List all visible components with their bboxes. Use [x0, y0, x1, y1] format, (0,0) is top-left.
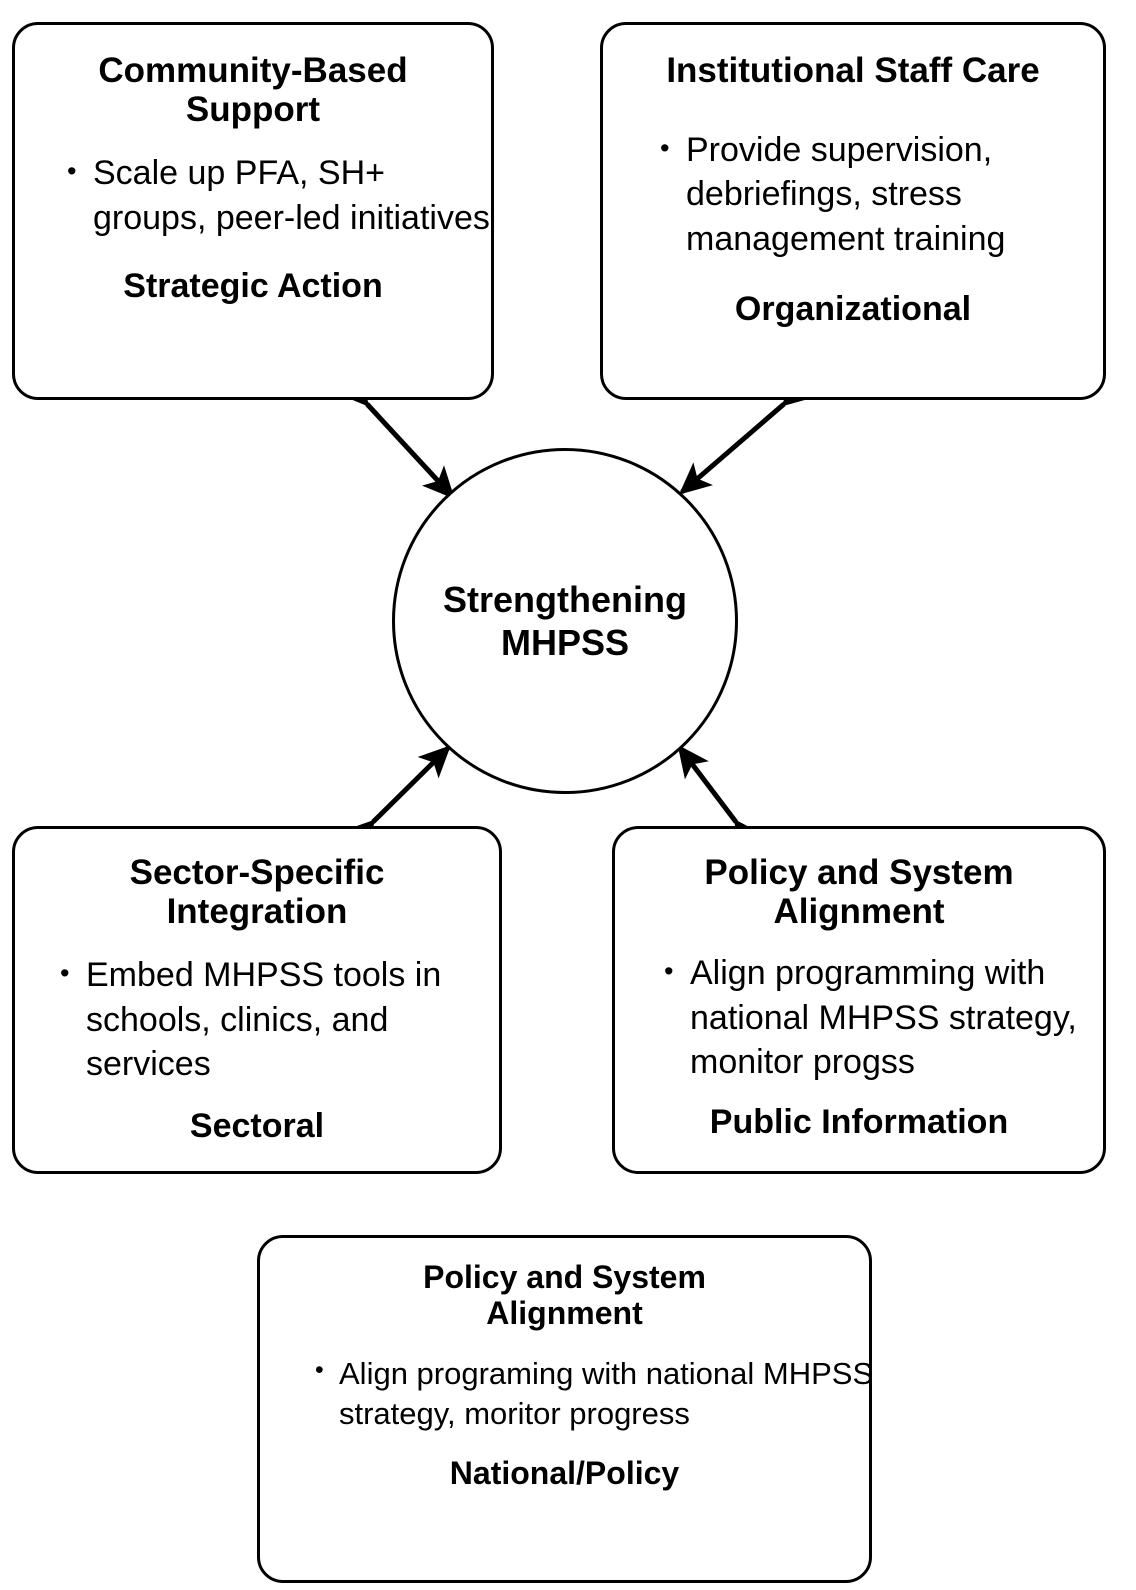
list-item: Scale up PFA, SH+ groups, peer-led initi… — [63, 150, 495, 239]
node-tag: Sectoral — [189, 1106, 325, 1145]
node-policy-and-system-alignment-bottom[interactable]: Policy and System Alignment Align progra… — [257, 1235, 873, 1583]
node-institutional-staff-care[interactable]: Institutional Staff Care Provide supervi… — [600, 22, 1106, 400]
node-sector-specific-integration[interactable]: Sector-Specific Integration Embed MHPSS … — [12, 826, 502, 1174]
node-bullet-list: Embed MHPSS tools in schools, clinics, a… — [14, 952, 500, 1086]
connector-policy-right-to-center — [677, 744, 765, 854]
node-tag: Public Information — [709, 1102, 1009, 1141]
list-item: Embed MHPSS tools in schools, clinics, a… — [56, 952, 500, 1086]
list-item: Align programing with national MHPSS str… — [311, 1352, 880, 1435]
node-title: Sector-Specific Integration — [129, 853, 385, 932]
node-community-based-support[interactable]: Community-Based Support Scale up PFA, SH… — [12, 22, 494, 400]
connector-sector-to-center — [342, 745, 451, 853]
node-title: Policy and System Alignment — [423, 1259, 706, 1331]
list-item: Align programming with national MHPSS st… — [660, 950, 1108, 1084]
node-bullet-list: Provide supervision, debriefings, stress… — [594, 127, 1112, 261]
node-title: Policy and System Alignment — [704, 853, 1014, 932]
node-tag: National/Policy — [449, 1455, 680, 1492]
node-tag: Organizational — [734, 289, 972, 328]
connector-institutional-to-center — [678, 374, 815, 495]
connector-community-to-center — [336, 373, 455, 499]
node-policy-and-system-alignment-right[interactable]: Policy and System Alignment Align progra… — [612, 826, 1106, 1174]
node-title: Institutional Staff Care — [666, 51, 1040, 90]
node-bullet-list: Align programming with national MHPSS st… — [610, 950, 1108, 1084]
center-node-strengthening-mhpss[interactable]: Strengthening MHPSS — [392, 448, 738, 794]
node-title: Community-Based Support — [98, 51, 408, 130]
center-node-label: Strengthening MHPSS — [443, 578, 687, 663]
node-bullet-list: Align programing with national MHPSS str… — [249, 1352, 880, 1435]
list-item: Provide supervision, debriefings, stress… — [656, 127, 1112, 261]
node-tag: Strategic Action — [123, 266, 383, 305]
node-bullet-list: Scale up PFA, SH+ groups, peer-led initi… — [11, 150, 495, 239]
